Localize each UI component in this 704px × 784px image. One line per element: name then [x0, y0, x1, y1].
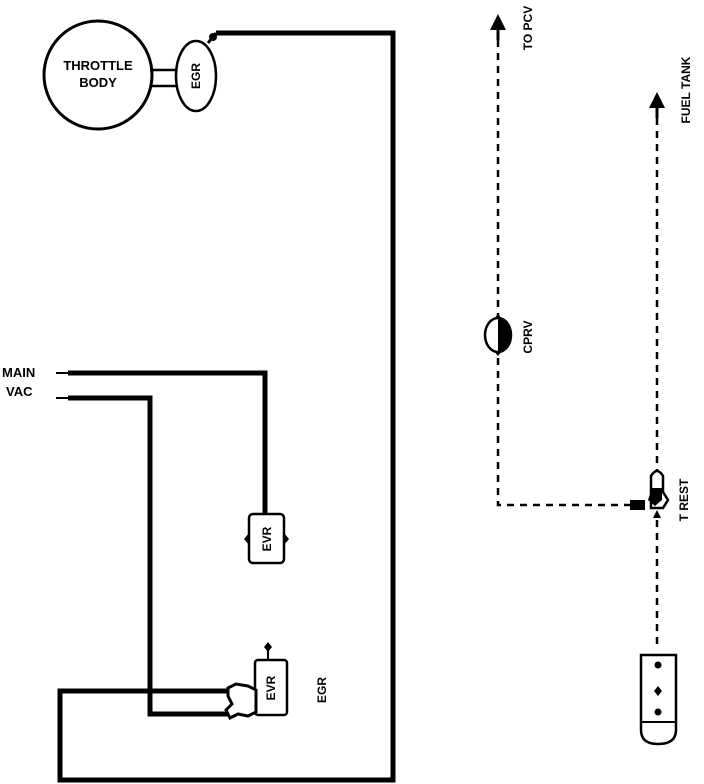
vac-hose	[68, 395, 232, 717]
fuel-tank-arrow	[649, 92, 665, 118]
solid-hoses	[57, 30, 396, 783]
vac-label: VAC	[6, 384, 33, 399]
throttle-label-line2: BODY	[79, 75, 117, 90]
t-rest-label: T REST	[677, 478, 691, 521]
egr-valve	[174, 39, 218, 113]
main-label: MAIN	[2, 365, 35, 380]
vapor-canister	[639, 653, 678, 746]
evr-lower-label: EVR	[264, 675, 278, 700]
egr-side-label: EGR	[315, 677, 329, 703]
cprv-valve	[483, 314, 513, 356]
egr-loop-hose	[57, 30, 396, 783]
cprv-label: CPRV	[521, 320, 535, 353]
canister-line	[496, 345, 635, 507]
t-rest-fitting	[630, 469, 670, 518]
evr-upper: EVR	[244, 512, 289, 565]
evr-upper-label: EVR	[260, 526, 274, 551]
dashed-lines	[496, 40, 659, 650]
egr-valve-label: EGR	[189, 63, 203, 89]
throttle-label-line1: THROTTLE	[63, 58, 133, 73]
egr-hose-end	[209, 33, 217, 41]
main-vacuum-hose	[68, 370, 268, 517]
fuel-tank-label: FUEL TANK	[679, 56, 693, 123]
evr-lower: EVR	[224, 642, 289, 721]
throttle-body	[42, 19, 154, 131]
to-pcv-arrow	[490, 14, 506, 40]
to-pcv-label: TO PCV	[521, 6, 535, 50]
